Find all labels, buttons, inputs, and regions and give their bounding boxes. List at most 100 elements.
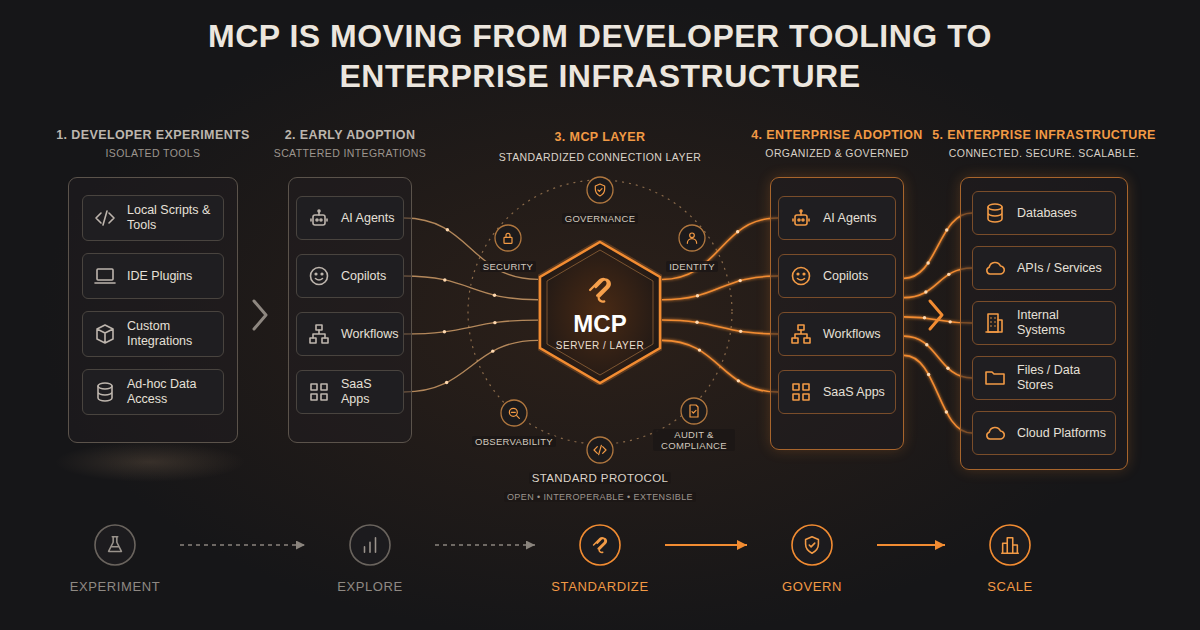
feature-label: SECURITY (480, 261, 536, 272)
icon (789, 206, 813, 230)
section-heading: 3. MCP LAYER (552, 130, 649, 144)
step-circle (578, 523, 622, 567)
flow-dot (736, 230, 739, 233)
rect-stroke (313, 215, 325, 225)
label-slot: STANDARD PROTOCOL (500, 468, 700, 486)
step-ring (990, 525, 1030, 565)
flow-dot (739, 279, 742, 282)
step-circle (988, 523, 1032, 567)
path-stroke (96, 211, 114, 225)
icon (789, 264, 813, 288)
item-icon (307, 322, 331, 346)
mcp-logo (583, 273, 617, 307)
panel-subtitle: SCATTERED INTEGRATIONS (243, 147, 457, 160)
rect-stroke (321, 384, 327, 390)
step-icon (806, 537, 819, 554)
icon (583, 273, 617, 307)
panel-heading: 5. ENTERPRISE INFRASTRUCTURE (915, 127, 1173, 143)
circle-stroke (311, 268, 328, 285)
item-icon (93, 380, 117, 404)
title-slot: MCP IS MOVING FROM DEVELOPER TOOLING TO … (160, 16, 1040, 96)
mcp-title: MCP (573, 311, 626, 337)
item-icon (983, 311, 1007, 335)
circle-stroke (803, 273, 805, 275)
panel-heading: 4. ENTERPRISE ADOPTION (725, 127, 949, 143)
path-stroke (511, 412, 519, 418)
connector (662, 218, 778, 279)
flow-dot (698, 348, 701, 351)
item-box: Cloud Platforms (972, 411, 1116, 455)
item-icon (307, 206, 331, 230)
item-box: Workflows (778, 312, 896, 356)
icon (983, 256, 1007, 280)
item-icon (789, 264, 813, 288)
connector (662, 320, 778, 334)
item-label: Workflows (341, 327, 398, 342)
item-box: Databases (972, 191, 1116, 235)
label-slot: IDENTITY (647, 256, 737, 274)
icon (789, 322, 813, 346)
mist-glow (55, 442, 245, 482)
path-stroke (806, 537, 819, 554)
item-box: Internal Systems (972, 301, 1116, 345)
stage-panel: 5. ENTERPRISE INFRASTRUCTURECONNECTED. S… (960, 125, 1128, 470)
label-slot: GOVERNANCE (550, 208, 650, 226)
icon (983, 201, 1007, 225)
item-box: APIs / Services (972, 246, 1116, 290)
item-box: SaaS Apps (778, 370, 896, 414)
icon (93, 264, 117, 288)
panel-subtitle: ORGANIZED & GOVERNED (725, 147, 949, 160)
icon (93, 380, 117, 404)
label-slot: 3. MCP LAYER (490, 127, 710, 145)
step-icon (365, 538, 376, 553)
protocol-note: OPEN • INTEROPERABLE • EXTENSIBLE (504, 492, 696, 502)
icon (93, 206, 117, 230)
circle-stroke (321, 273, 323, 275)
hexagon-shape (540, 242, 660, 383)
protocol-label: STANDARD PROTOCOL (529, 472, 672, 484)
rect-stroke (803, 384, 809, 390)
section-subheading: STANDARDIZED CONNECTION LAYER (496, 151, 705, 163)
title: MCP IS MOVING FROM DEVELOPER TOOLING TO … (160, 16, 1040, 96)
step-circle (790, 523, 834, 567)
flow-dot (945, 410, 948, 413)
connector (404, 320, 538, 334)
connector (662, 276, 778, 300)
flow-dot (948, 320, 951, 323)
item-icon (307, 264, 331, 288)
flow-dot (443, 330, 446, 333)
flow-dot (945, 228, 948, 231)
icon (307, 322, 331, 346)
chevron-arrow (254, 301, 266, 329)
item-icon (789, 206, 813, 230)
timeline-step: EXPLORE (305, 523, 435, 594)
item-icon (789, 380, 813, 404)
path-stroke (594, 538, 607, 553)
flow-dot (925, 343, 928, 346)
hexagon-inner (547, 250, 653, 375)
panel-subtitle: CONNECTED. SECURE. SCALABLE. (915, 147, 1173, 160)
step-label: STANDARDIZE (535, 579, 665, 594)
item-label: Copilots (341, 269, 386, 284)
flow-dot (926, 261, 929, 264)
rect-stroke (795, 215, 807, 225)
step-ring (792, 525, 832, 565)
item-box: Workflows (296, 312, 404, 356)
item-label: Local Scripts & Tools (127, 203, 217, 233)
flow-dot (696, 294, 699, 297)
rect-stroke (793, 384, 799, 390)
feature-icon (509, 408, 519, 418)
connector (404, 276, 538, 300)
item-label: AI Agents (823, 211, 877, 226)
feature-icon-ring (587, 177, 613, 203)
path-stroke (365, 538, 376, 553)
feature-icon (690, 405, 698, 417)
item-icon (983, 201, 1007, 225)
timeline-step: EXPERIMENT (50, 523, 180, 594)
circle-stroke (793, 268, 810, 285)
step-icon (109, 537, 122, 552)
item-icon (93, 206, 117, 230)
label-slot: STANDARDIZED CONNECTION LAYER (480, 147, 720, 165)
item-icon (307, 380, 331, 404)
